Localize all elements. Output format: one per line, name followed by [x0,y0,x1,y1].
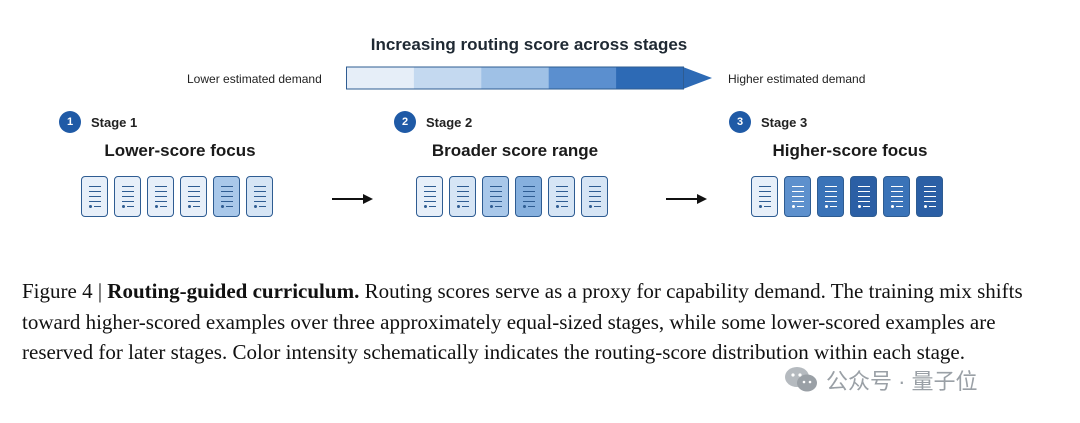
diagram-title: Increasing routing score across stages [370,35,688,54]
gradient-segment [346,67,415,89]
high-demand-label: Higher estimated demand [728,72,866,86]
stage-3-focus: Higher-score focus [772,141,928,160]
gradient-arrow-tip [683,67,712,89]
watermark-text: 公众号 · 量子位 [826,369,978,394]
document-card [213,176,240,217]
document-card [751,176,778,217]
stage-2-cards [416,176,608,217]
figure-number: Figure 4 | [22,279,108,303]
document-card [482,176,509,217]
gradient-segment [616,67,684,89]
stage-label: Stage 3 [761,114,808,130]
document-card [850,176,877,217]
stage-1: 1 Stage 1 [59,111,137,133]
document-card [581,176,608,217]
stage-transition-arrow-1 [332,194,373,204]
document-card [784,176,811,217]
document-card [246,176,273,217]
gradient-segment [481,67,550,89]
document-card [81,176,108,217]
gradient-segment [413,67,482,89]
document-card [817,176,844,217]
figure-caption: Figure 4 | Routing-guided curriculum. Ro… [22,276,1052,368]
figure-caption-body: Routing scores serve as a proxy for capa… [22,279,1023,364]
document-card [916,176,943,217]
document-card [180,176,207,217]
stage-3: 3 Stage 3 [729,111,807,133]
document-card [515,176,542,217]
document-card [449,176,476,217]
document-card [114,176,141,217]
stage-label: Stage 2 [426,114,473,130]
stage-3-cards [751,176,943,217]
stage-label: Stage 1 [91,114,138,130]
document-card [883,176,910,217]
stage-number-badge: 1 [59,111,81,133]
document-card [416,176,443,217]
figure-caption-title: Routing-guided curriculum. [107,279,360,303]
stage-1-focus: Lower-score focus [104,141,256,160]
stage-2: 2 Stage 2 [394,111,472,133]
low-demand-label: Lower estimated demand [187,72,322,86]
stage-2-focus: Broader score range [431,141,599,160]
stage-transition-arrow-2 [666,194,707,204]
watermark: 公众号 · 量子位 [784,364,978,396]
stage-number-badge: 2 [394,111,416,133]
stage-1-cards [81,176,273,217]
routing-score-gradient-arrow [346,66,712,90]
document-card [548,176,575,217]
wechat-icon [785,367,817,392]
gradient-segment [548,67,617,89]
document-card [147,176,174,217]
stage-number-badge: 3 [729,111,751,133]
